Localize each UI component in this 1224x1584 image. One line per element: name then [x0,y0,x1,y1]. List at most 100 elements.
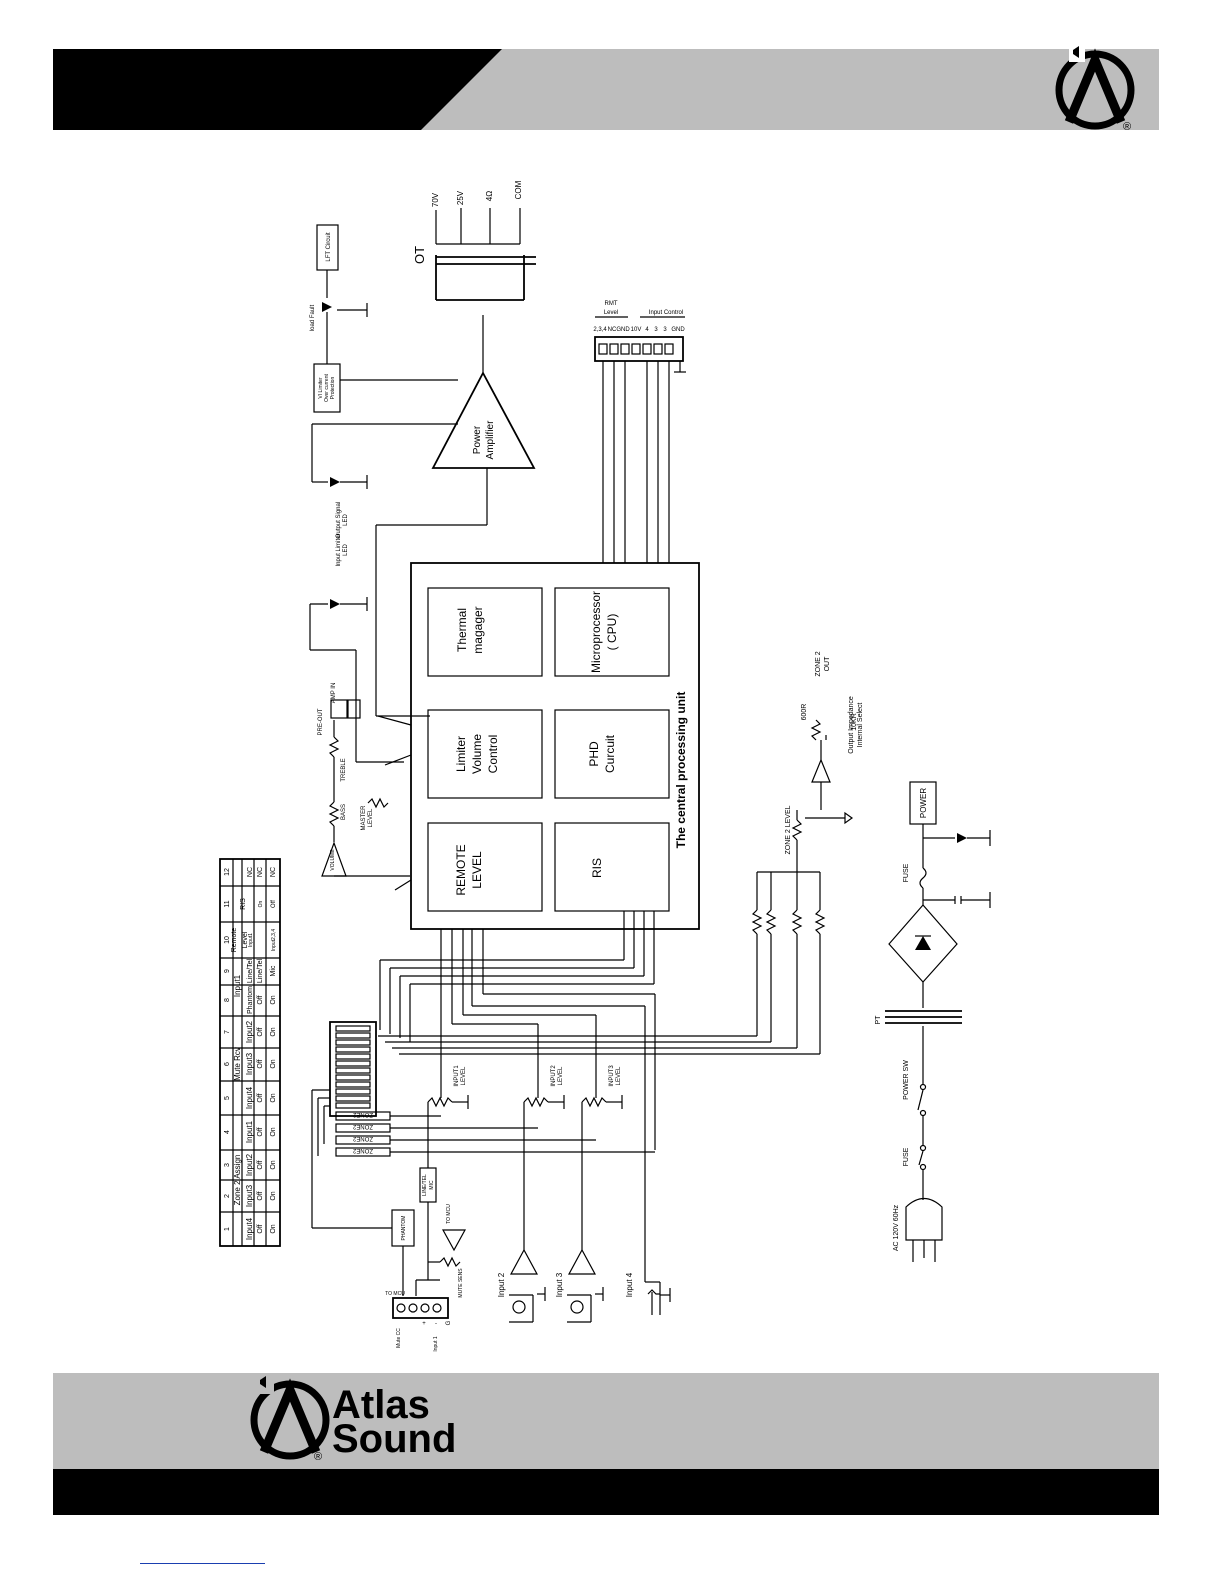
inputs-minus-label: - [435,1321,437,1327]
sub-3-label: Input1 [245,1120,254,1143]
inputs-input2-label: Input 2 [497,1272,506,1297]
pins-0-label: 2,3,4 [593,327,607,333]
bus-lines [378,911,820,1282]
numbers-4-label: 5 [224,1096,231,1100]
brand-registered-label: ® [314,1451,322,1463]
sub-11-label: NC [247,867,254,877]
zone2-out-2-label: OUT [824,656,831,672]
input1-section: LINE/TEL MIC PHANTOM TO MCU MUTE SENS TO… [385,1167,467,1352]
header-logo: ® [1055,46,1135,133]
logo-atlas: Atlas [332,1383,430,1427]
tone-treble-label: TREBLE [341,758,347,781]
row-on-7-label: On [270,995,277,1004]
sub-7-label: Phantom [247,986,254,1014]
row-on-9-label: Input2,3,4 [271,929,277,951]
inputs-input1-level-2-label: LEVEL [461,1066,467,1085]
dip-switch-block [311,1021,392,1229]
zone2-impedance-2-label: Internal Select [857,703,864,748]
output-load-fault-label: load Fault [310,304,316,331]
inputs-input2-level-2-label: LEVEL [558,1066,564,1085]
blocks-limiter-2-label: Volume [470,734,484,774]
sub-0-label: Input4 [245,1217,254,1240]
sub-9-label: Input1 [248,933,254,947]
tone-master-2-label: LEVEL [368,808,374,827]
zone2-out-1-label: ZONE 2 [815,651,822,676]
zone2-tags: ZONE2 ZONE2 ZONE2 ZONE2 [335,1111,655,1157]
power-supply: POWER FUSE PT POWER SW FUSE [875,781,991,1262]
power-pt-label: PT [875,1015,882,1025]
dip-table-group-ris-label: RIS [240,898,247,910]
blocks-phd-1-label: PHD [587,741,601,767]
pins-7-label: GND [671,327,685,333]
row-on-0-label: On [270,1224,277,1233]
row-on-1-label: On [270,1191,277,1200]
inputs-line-tel-1-label: LINE/TEL [422,1174,428,1196]
output-vi-limiter-1-label: VI Limiter [318,377,324,398]
blocks-thermal-1-label: Thermal [455,608,469,652]
dip-table-group-zone2-label: Zone 2 Assign [233,1155,242,1206]
pins-4-label: 4 [645,327,649,333]
blocks-phd-2-label: Curcuit [603,734,617,773]
diagram-cpu-title-label: The central processing unit [674,692,688,849]
sub-5-label: Input3 [245,1052,254,1075]
row-off-6-label: Off [257,1027,264,1036]
output-output-signal-1-label: Output Signal [336,502,342,538]
output-vi-limiter-2-label: Over current [324,374,330,402]
zone2-r10k-label: 10KR [851,713,858,731]
header-band [53,49,1159,130]
row-off-5-label: Off [257,1059,264,1068]
taps-0-label: 70V [431,192,440,207]
blocks-ris-label: RIS [590,858,604,878]
row-on-3-label: On [270,1127,277,1136]
row-off-11-label: NC [257,867,264,877]
footer-link-underline [140,1563,265,1564]
zone2-impedance-1-label: Output Impedance [848,696,855,754]
brand-registered-label: ® [1123,121,1131,133]
dip-switch-table: 1 2 3 4 5 6 7 8 9 10 11 12 Zone 2 Assign… [219,858,281,1247]
zone2-output: ZONE 2 LEVEL 600R 10KR ZONE 2 OUT Output… [751,651,864,1054]
taps-2-label: 4Ω [485,191,494,201]
row-on-8-label: Mic [270,965,277,976]
tone-volume-label: VOLUME [330,849,336,871]
row-on-11-label: NC [270,867,277,877]
inputs-zone2-tag-label: ZONE2 [352,1147,373,1153]
tone-pre-out-label: PRE-OUT [318,708,324,735]
row-off-4-label: Off [257,1093,264,1102]
rmt-title-2-label: Level [604,310,618,316]
central-processing-unit: The central processing unit Thermal maga… [377,562,700,930]
footer-band [53,1373,1159,1515]
numbers-9-label: 10 [224,936,231,944]
power-amplifier: Power Amplifier [312,315,536,717]
inputs-input3-label: Input 3 [555,1272,564,1297]
output-transformer: OT 70V 25V 4Ω COM [412,180,536,301]
rmt-input-control-label: Input Control [649,310,683,316]
pins-1-label: NC [608,327,617,333]
power-power-label: POWER [919,788,928,818]
power-ac-label: AC 120V 60Hz [893,1204,900,1251]
inputs-g-label: G [446,1320,452,1325]
inputs-mute-sens-label: MUTE SENS [458,1268,464,1298]
numbers-10-label: 11 [224,900,231,907]
row-on-2-label: On [270,1160,277,1169]
row-off-7-label: Off [257,995,264,1004]
tone-controls: VOLUME BASS TREBLE PRE-OUT AMP IN MASTER… [318,683,410,877]
inputs-input3-level-1-label: INPUT3 [609,1065,615,1087]
footer-logo: ® Atlas Sound [250,1376,456,1463]
inputs-plus-label: + [422,1321,426,1327]
inputs-line-tel-2-label: MIC [429,1180,435,1190]
output-output-signal-2-label: LED [343,513,349,525]
blocks-limiter-1-label: Limiter [454,736,468,772]
numbers-0-label: 1 [224,1227,231,1231]
row-on-6-label: On [270,1027,277,1036]
row-off-1-label: Off [257,1191,264,1200]
pins-2-label: GND [616,327,630,333]
numbers-3-label: 4 [224,1130,231,1134]
blocks-power-amp-2-label: Amplifier [485,420,496,460]
blocks-remote-2-label: LEVEL [470,851,484,889]
input-limiter-led: Input Limiter LED [309,533,404,763]
inputs-phantom-label: PHANTOM [401,1216,407,1241]
blocks-micro-1-label: Microprocessor [589,591,603,673]
inputs-input4-label: Input 4 [625,1272,634,1297]
sub-8-label: Line/Tel [247,958,254,983]
